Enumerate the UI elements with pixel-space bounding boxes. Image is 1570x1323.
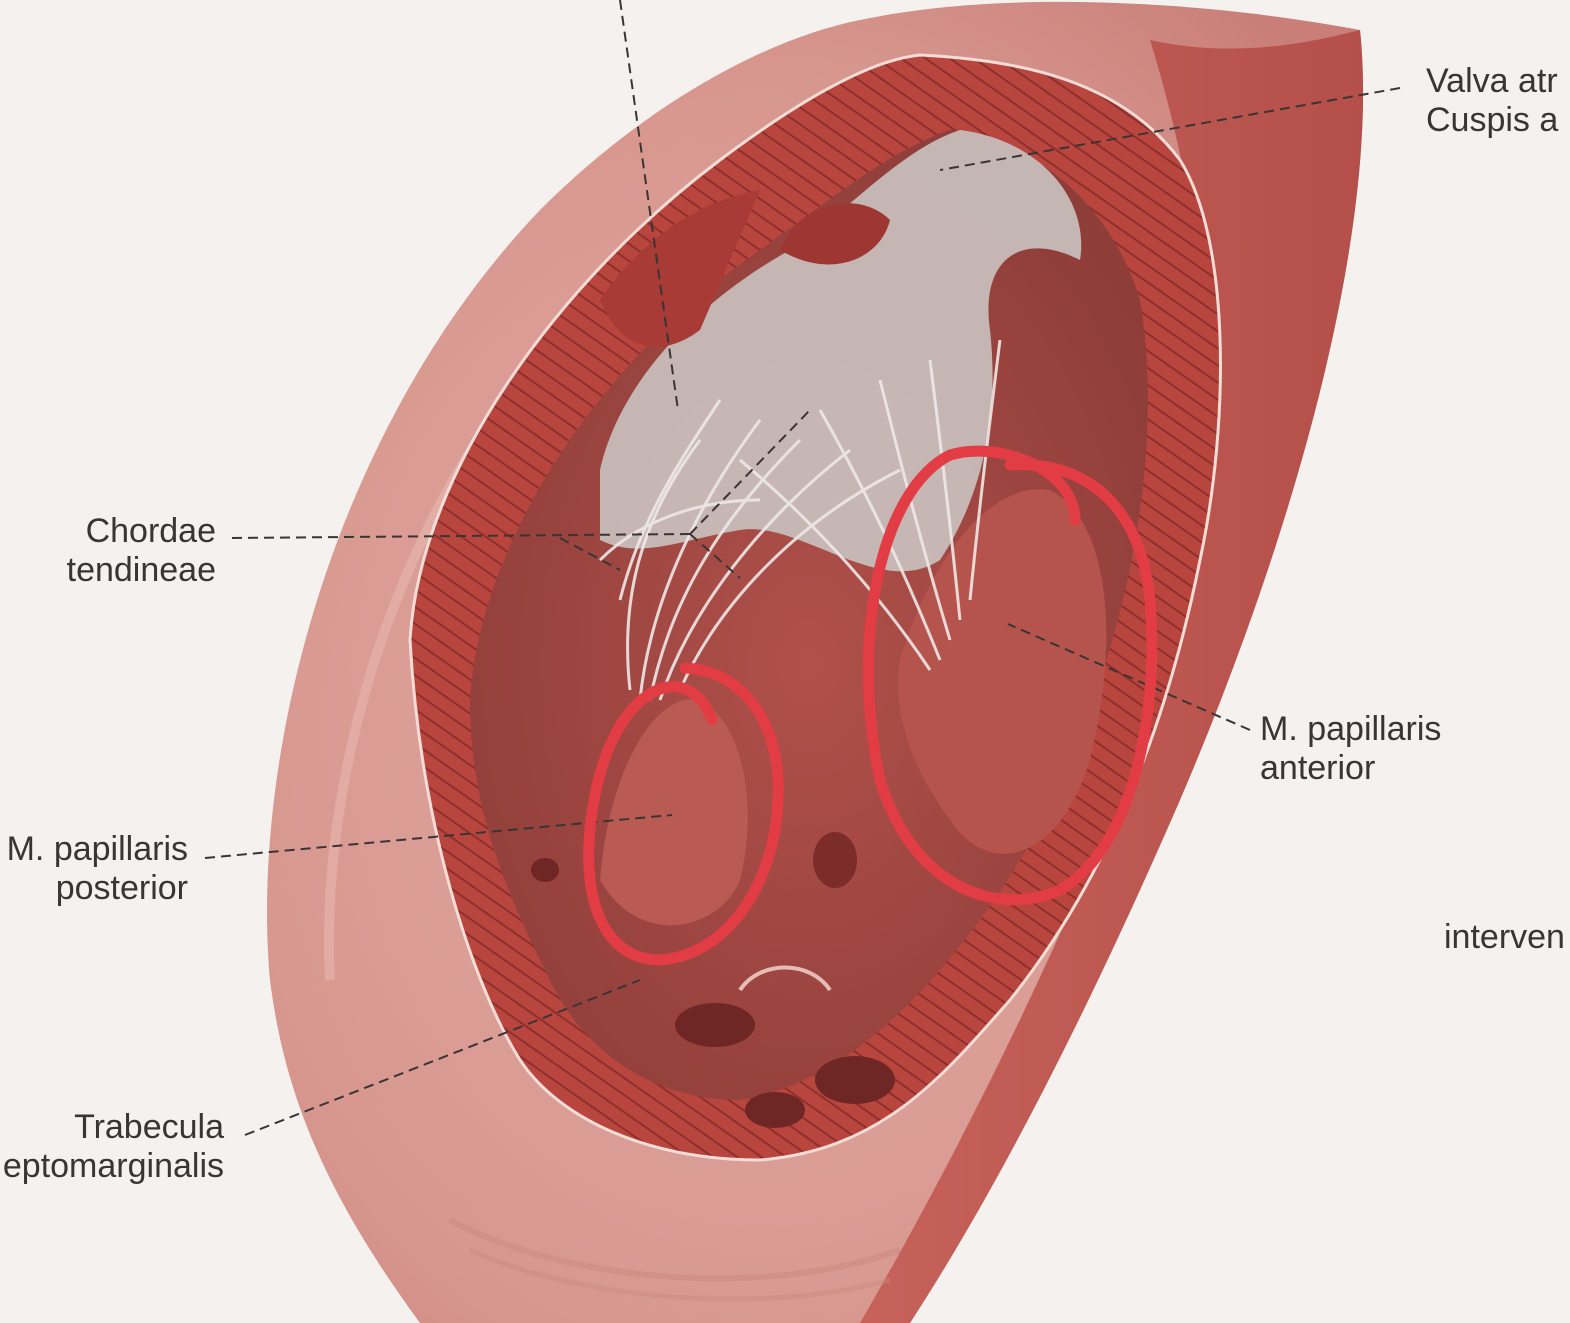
red-circle-anterior bbox=[862, 445, 1158, 906]
leader-line-valva bbox=[939, 87, 1401, 171]
label-papillaris-anterior: M. papillaris anterior bbox=[1260, 710, 1441, 788]
red-circle-posterior bbox=[583, 662, 784, 966]
label-trabecula-line2: eptomarginalis bbox=[2, 1147, 224, 1185]
red-annotations bbox=[583, 445, 1158, 966]
label-valva-line1: Valva atr bbox=[1426, 62, 1558, 100]
label-trabecula: Trabecula eptomarginalis bbox=[0, 1108, 224, 1186]
leader-line-papillaris-anterior bbox=[1007, 623, 1251, 731]
leader-line-top bbox=[619, 0, 679, 411]
posterior-papillary-muscle bbox=[600, 699, 748, 926]
label-papillaris-anterior-line1: M. papillaris bbox=[1260, 710, 1442, 748]
label-papillaris-posterior-line1: M. papillaris bbox=[6, 830, 188, 868]
label-chordae-tendineae: Chordae tendineae bbox=[48, 512, 216, 590]
leader-line-trabecula bbox=[244, 979, 641, 1136]
label-interven: interven bbox=[1444, 918, 1565, 957]
label-valva: Valva atr Cuspis a bbox=[1426, 62, 1558, 140]
label-chordae-line2: tendineae bbox=[66, 551, 216, 589]
right-wall-band bbox=[860, 30, 1364, 1323]
anterior-papillary-muscle bbox=[898, 489, 1107, 854]
label-chordae-line1: Chordae bbox=[85, 512, 216, 550]
leader-line-chordae bbox=[231, 533, 691, 539]
label-trabecula-line1: Trabecula bbox=[74, 1108, 224, 1146]
label-papillaris-posterior: M. papillaris posterior bbox=[0, 830, 188, 908]
label-papillaris-anterior-line2: anterior bbox=[1260, 749, 1376, 787]
label-papillaris-posterior-line2: posterior bbox=[55, 869, 188, 907]
label-interven-line1: interven bbox=[1444, 918, 1565, 956]
label-valva-line2: Cuspis a bbox=[1426, 101, 1559, 139]
chordae-strands bbox=[598, 339, 1002, 701]
